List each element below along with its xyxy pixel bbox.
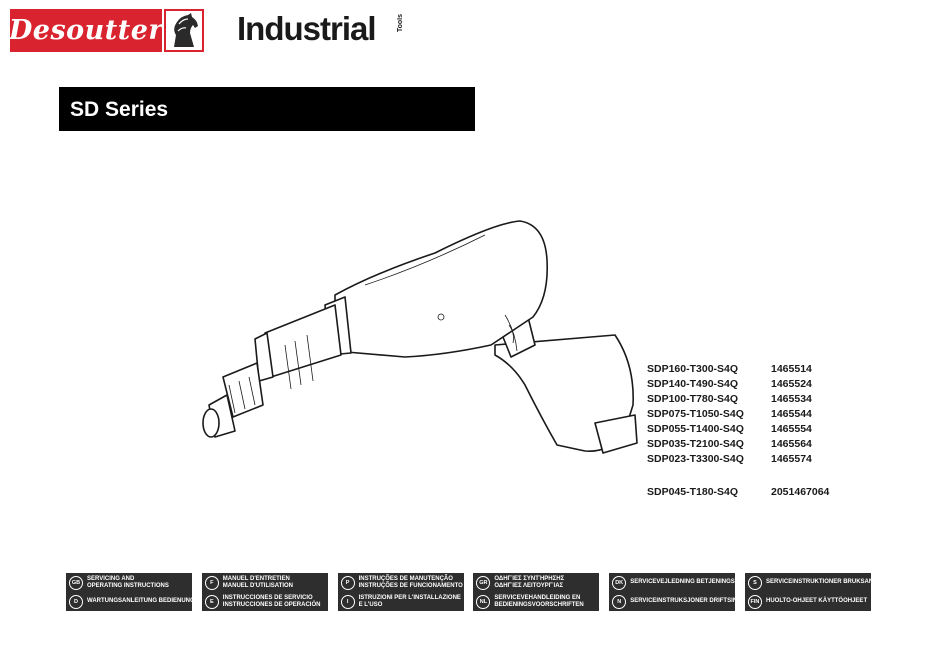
language-entry: GB Servicing andOperating Instructions: [66, 574, 192, 591]
series-title: SD Series: [59, 87, 475, 131]
language-code-badge: N: [612, 594, 627, 609]
language-code-badge: GR: [476, 575, 491, 590]
model-row: SDP023-T3300-S4Q 1465574: [647, 453, 829, 468]
brand-small: Tools: [397, 14, 404, 33]
language-label: Servicevehandleiding enBedieningsvoorsch…: [494, 595, 584, 608]
language-code-badge: F: [204, 575, 219, 590]
language-label: Instrucciones de ServicioInstrucciones d…: [222, 595, 321, 608]
language-entry: NLServicevehandleiding enBedieningsvoors…: [473, 593, 599, 610]
language-code-badge: I: [340, 594, 355, 609]
language-code-badge: FIN: [747, 594, 762, 609]
language-entry: FManuel d'entretienManuel d'utilisation: [202, 574, 328, 591]
language-strip: GB Servicing andOperating InstructionsD Wa…: [66, 573, 898, 611]
model-code: SDP045-T180-S4Q: [647, 486, 739, 498]
language-box: FManuel d'entretienManuel d'utilisationE…: [201, 573, 328, 611]
model-row: SDP055-T1400-S4Q 1465554: [647, 423, 829, 438]
language-label: Huolto-ohjeet Käyttöohjeet: [765, 598, 868, 605]
model-code: SDP140-T490-S4Q: [647, 378, 739, 390]
model-code: SDP023-T3300-S4Q: [647, 453, 744, 465]
screwdriver-illustration: [202, 220, 638, 454]
language-entry: SServiceinstruktioner Bruksanvisning: [745, 574, 898, 591]
language-box: GB Servicing andOperating InstructionsD Wa…: [66, 573, 234, 611]
model-code: SDP100-T780-S4Q: [647, 393, 739, 405]
model-code: SDP035-T2100-S4Q: [647, 438, 744, 450]
brand-word: Industrial: [237, 10, 377, 47]
logo-text: Desoutter: [8, 15, 164, 46]
language-label: Istruzioni per l'Installazionee l'Uso: [358, 595, 461, 608]
language-entry: DKServicevejledning Betjeningsvejledning: [609, 574, 773, 591]
language-entry: IIstruzioni per l'Installazionee l'Uso: [338, 593, 464, 610]
model-row: SDP100-T780-S4Q 1465534: [647, 393, 829, 408]
language-entry: D Wartungsanleitung Bedienungsanleitung: [66, 593, 234, 610]
language-code-badge: GB: [69, 575, 83, 590]
model-number: 1465534: [771, 393, 812, 405]
model-number: 1465564: [771, 438, 812, 450]
language-code-badge: NL: [476, 594, 491, 609]
language-label: Wartungsanleitung Bedienungsanleitung: [87, 598, 234, 605]
language-label: Instruções de ManutençãoInstruções de Fu…: [358, 576, 463, 589]
language-label: Servicing andOperating Instructions: [87, 576, 169, 589]
language-entry: EInstrucciones de ServicioInstrucciones …: [202, 593, 328, 610]
model-number: 1465524: [771, 378, 812, 390]
language-code-badge: E: [204, 594, 219, 609]
language-entry: PInstruções de ManutençãoInstruções de F…: [338, 574, 464, 591]
desoutter-logo: Desoutter: [8, 9, 164, 52]
language-entry: GRΟδηγίες ΣυντήρησηςΟδηγίες Λειτουργίας: [473, 574, 599, 591]
language-box: GRΟδηγίες ΣυντήρησηςΟδηγίες ΛειτουργίαςN…: [473, 573, 600, 611]
horse-logo-icon: [164, 9, 204, 52]
model-code: SDP055-T1400-S4Q: [647, 423, 744, 435]
language-label: Servicevejledning Betjeningsvejledning: [630, 579, 774, 586]
language-entry: FINHuolto-ohjeet Käyttöohjeet: [745, 593, 871, 610]
language-code-badge: P: [340, 575, 355, 590]
language-code-badge: D: [69, 594, 83, 609]
model-row-extra: SDP045-T180-S4Q 2051467064: [647, 486, 829, 501]
language-box: PInstruções de ManutençãoInstruções de F…: [337, 573, 464, 611]
language-label: Manuel d'entretienManuel d'utilisation: [222, 576, 293, 589]
model-row: SDP140-T490-S4Q 1465524: [647, 378, 829, 393]
model-row: SDP075-T1050-S4Q 1465544: [647, 408, 829, 423]
model-code: SDP160-T300-S4Q: [647, 363, 739, 375]
language-code-badge: S: [747, 575, 762, 590]
model-number: 2051467064: [771, 486, 830, 498]
model-number: 1465574: [771, 453, 812, 465]
language-code-badge: DK: [612, 575, 627, 590]
language-label: Serviceinstruktioner Bruksanvisning: [765, 579, 898, 586]
language-entry: NServiceinstruksjoner Driftsinstruksjone…: [609, 593, 782, 610]
model-row: SDP160-T300-S4Q 1465514: [647, 363, 829, 378]
language-box: SServiceinstruktioner BruksanvisningFINH…: [744, 573, 898, 611]
model-code: SDP075-T1050-S4Q: [647, 408, 744, 420]
language-label: Οδηγίες ΣυντήρησηςΟδηγίες Λειτουργίας: [494, 576, 565, 589]
model-number: 1465554: [771, 423, 812, 435]
model-row: SDP035-T2100-S4Q 1465564: [647, 438, 829, 453]
model-number: 1465514: [771, 363, 812, 375]
language-label: Serviceinstruksjoner Driftsinstruksjoner: [630, 598, 783, 605]
model-number: 1465544: [771, 408, 812, 420]
language-box: DKServicevejledning Betjeningsvejledning…: [609, 573, 782, 611]
